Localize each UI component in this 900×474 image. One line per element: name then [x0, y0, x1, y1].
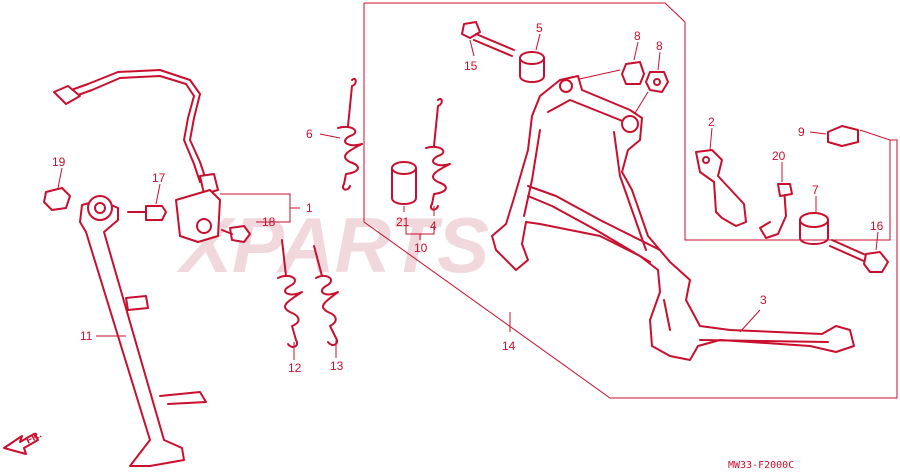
bolt-16 — [829, 231, 889, 273]
callout-12: 12 — [288, 361, 302, 375]
bushing-9 — [809, 125, 859, 147]
callout-15: 15 — [464, 59, 478, 73]
clip-20 — [759, 162, 793, 239]
callout-1: 1 — [306, 201, 313, 215]
front-direction-arrow: FR. — [3, 429, 44, 455]
side-stand-switch — [53, 69, 221, 243]
callout-9: 9 — [798, 125, 805, 139]
callout-4: 4 — [430, 219, 437, 233]
callout-3: 3 — [760, 293, 767, 307]
front-direction-label: FR. — [24, 429, 44, 446]
callout-13: 13 — [330, 359, 344, 373]
callout-11: 11 — [80, 329, 93, 343]
spring-12 — [277, 239, 303, 348]
callout-19: 19 — [52, 155, 66, 169]
bracket-2 — [695, 127, 747, 227]
callout-14: 14 — [502, 339, 516, 353]
callout-21: 21 — [396, 215, 410, 229]
callout-17: 17 — [152, 171, 166, 185]
collar-5 — [519, 33, 545, 83]
diagram-code: MW33-F2000C — [728, 460, 794, 471]
callout-18: 18 — [262, 215, 276, 229]
callout-16: 16 — [870, 219, 884, 233]
spring-4 — [425, 97, 451, 211]
callout-5: 5 — [536, 21, 543, 35]
spring-13 — [313, 245, 339, 346]
callout-8a: 8 — [634, 29, 641, 43]
callout-20: 20 — [772, 149, 786, 163]
callout-6: 6 — [306, 127, 313, 141]
collar-21 — [391, 161, 417, 205]
callout-7: 7 — [812, 183, 819, 197]
pivot-bolt-15 — [461, 21, 515, 57]
main-stand — [491, 75, 855, 361]
switch-bolt — [221, 225, 251, 243]
bushing-8b — [645, 51, 669, 93]
collar-7 — [799, 196, 829, 245]
spring-6 — [337, 77, 363, 191]
side-stand-bolt — [127, 183, 167, 221]
callout-2: 2 — [708, 115, 715, 129]
bushing-8a — [621, 41, 645, 85]
watermark-text: XPARTS — [176, 201, 489, 289]
callout-8b: 8 — [656, 39, 663, 53]
callout-10: 10 — [414, 241, 428, 255]
side-stand — [79, 195, 207, 467]
pivot-bolt — [43, 167, 71, 211]
